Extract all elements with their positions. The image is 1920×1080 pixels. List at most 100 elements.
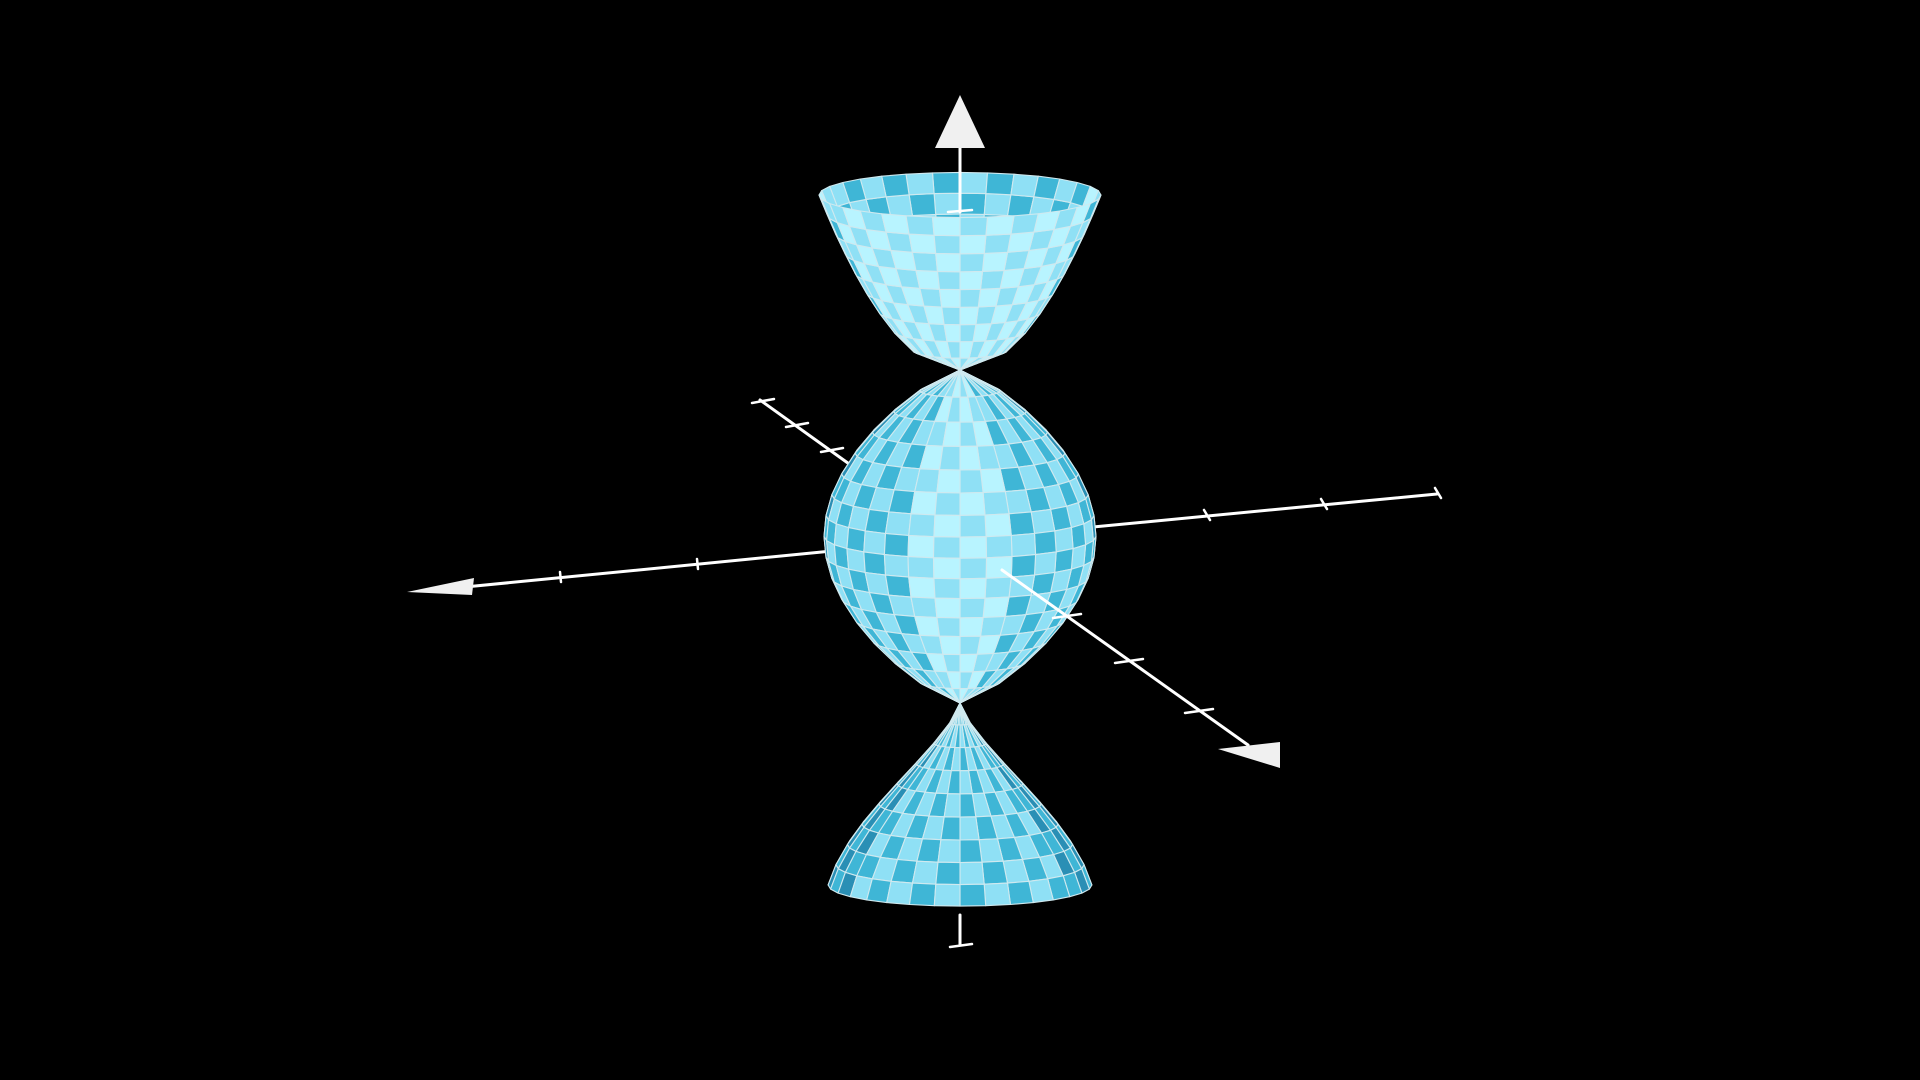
middle-lens-cell — [936, 469, 961, 494]
upper-bowl-cell — [905, 172, 935, 196]
upper-bowl-cell — [959, 216, 989, 237]
back-axes-group — [407, 397, 1443, 949]
surfaces-group — [818, 171, 1102, 907]
middle-lens-cell — [1054, 527, 1074, 553]
x-axis-right-tick — [1319, 497, 1329, 511]
middle-lens-cell — [982, 491, 1010, 516]
middle-lens-cell — [883, 554, 910, 578]
upper-bowl-cell — [983, 193, 1012, 217]
middle-lens-cell — [985, 534, 1013, 559]
middle-lens-cell — [1008, 511, 1036, 537]
x-axis-right-tick — [1433, 486, 1443, 500]
upper-bowl-cell — [959, 288, 982, 308]
upper-bowl-cell — [933, 234, 961, 255]
middle-lens-cell — [959, 445, 982, 471]
middle-lens-cell — [1033, 551, 1057, 576]
middle-lens-cell — [883, 532, 910, 558]
upper-bowl-cell — [885, 231, 913, 253]
middle-lens-cell — [959, 557, 988, 580]
diagonal-axis-back-tick — [750, 397, 776, 405]
middle-lens-cell — [938, 445, 961, 471]
middle-lens-cell — [984, 513, 1012, 538]
diagonal-axis-front-line — [1000, 568, 1250, 747]
upper-bowl — [818, 171, 1102, 371]
lower-cap-cell — [959, 816, 980, 841]
z-axis-tick — [946, 208, 974, 214]
upper-bowl-cell — [943, 323, 961, 343]
middle-lens-cell — [932, 557, 961, 580]
upper-bowl-cell — [959, 171, 989, 195]
middle-lens-cell — [959, 577, 987, 600]
middle-lens-cell — [936, 616, 961, 638]
y-axis-tick — [558, 570, 563, 584]
middle-lens-cell — [1010, 554, 1037, 578]
middle-lens-cell — [884, 574, 912, 598]
middle-lens-cell — [863, 551, 887, 576]
upper-bowl-cell — [941, 306, 961, 326]
upper-bowl-cell — [908, 233, 937, 254]
upper-bowl-cell — [915, 269, 941, 290]
lower-cap-cell — [1006, 880, 1034, 906]
diagonal-axis-arrowhead — [1218, 742, 1280, 768]
middle-lens-cell — [1033, 530, 1057, 556]
lower-cap-cell — [940, 816, 961, 841]
diagonal-axis-back-tick — [784, 421, 810, 429]
diagonal-axis-front-tick — [1051, 612, 1083, 620]
middle-lens-cell — [1030, 508, 1056, 535]
middle-lens-cell — [959, 536, 988, 559]
upper-bowl-cell — [936, 270, 961, 291]
upper-bowl-cell — [911, 251, 939, 272]
upper-bowl-cell — [935, 252, 961, 273]
diagonal-axis-back-tick — [819, 446, 845, 454]
diagonal-axis-back-line — [758, 398, 854, 468]
x-axis-right-tick — [1202, 508, 1212, 522]
diagonal-axis-front-tick — [1183, 707, 1215, 715]
lower-cap-cell — [959, 839, 983, 864]
y-axis-tick — [695, 557, 700, 571]
upper-bowl-cell — [919, 287, 943, 308]
upper-bowl-cell — [931, 216, 961, 237]
upper-bowl-cell — [905, 215, 935, 236]
upper-bowl-cell — [977, 287, 1001, 308]
upper-bowl-cell — [1010, 213, 1039, 235]
diagonal-axis-front-tick — [1113, 657, 1145, 665]
middle-lens-cell — [982, 596, 1010, 619]
middle-lens-cell — [984, 576, 1012, 599]
middle-lens-cell — [910, 596, 938, 619]
middle-lens-cell — [864, 508, 890, 535]
lower-cap-cell — [908, 882, 937, 907]
middle-lens-cell — [908, 576, 936, 599]
middle-lens-cell — [863, 530, 887, 556]
middle-lens-cell — [959, 492, 986, 516]
middle-lens-cell — [951, 687, 961, 704]
middle-lens-cell — [910, 491, 938, 516]
middle-lens-cell — [908, 513, 936, 538]
front-axes-group — [935, 95, 1280, 768]
upper-bowl-cell — [959, 323, 977, 343]
middle-lens-cell — [907, 534, 935, 559]
upper-bowl-cell — [985, 215, 1015, 236]
middle-lens-cell — [933, 514, 961, 538]
lower-cap — [827, 702, 1093, 907]
z-axis-tick — [948, 942, 974, 949]
lower-cap-cell — [959, 883, 987, 907]
lower-cap-cell — [983, 882, 1012, 907]
middle-lens-cell — [959, 514, 987, 538]
middle-lens-cell — [934, 492, 961, 516]
upper-bowl-cell — [959, 252, 985, 273]
upper-bowl-cell — [881, 213, 910, 235]
middle-lens-cell — [938, 635, 961, 656]
lower-cap-cell — [935, 861, 961, 886]
middle-lens-cell — [1010, 532, 1037, 558]
middle-lens-cell — [959, 635, 982, 656]
lower-cap-cell — [886, 880, 914, 906]
upper-bowl-cell — [938, 288, 961, 308]
y-axis-arrowhead — [407, 578, 474, 595]
lower-cap-cell — [937, 839, 961, 864]
upper-bowl-cell — [908, 193, 937, 217]
upper-bowl-cell — [959, 306, 979, 326]
upper-bowl-cell — [1007, 231, 1035, 253]
lower-cap-cell — [933, 883, 961, 907]
middle-lens-cell — [959, 616, 984, 638]
